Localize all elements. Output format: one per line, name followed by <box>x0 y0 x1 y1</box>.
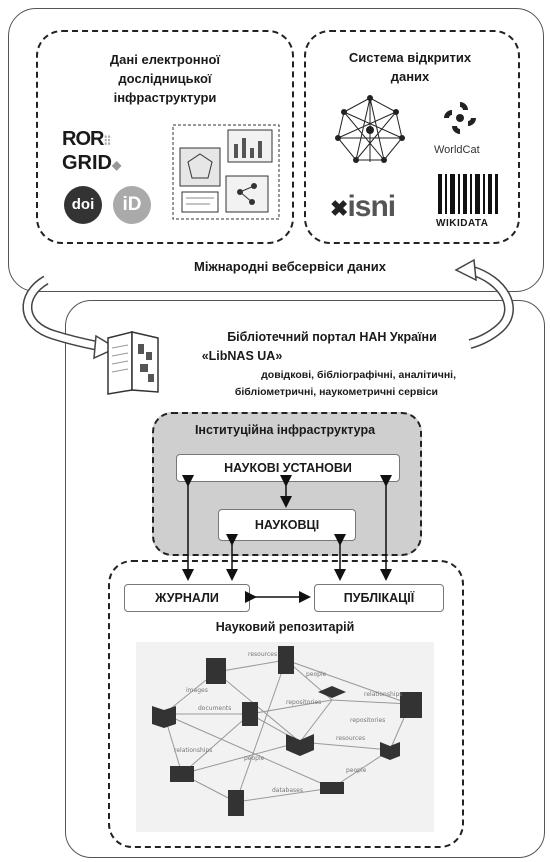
portal-title: Бібліотечний портал НАН України <box>227 330 437 344</box>
graph-label-repositories: repositories <box>286 699 321 706</box>
repository-graph-network: resources images people documents reposi… <box>152 646 422 816</box>
portal-name: «LibNAS UA» <box>201 349 283 363</box>
isni-logo: ✖isni <box>330 190 396 224</box>
ror-dots-icon: ⁝⁝ <box>103 132 111 148</box>
graph-label-people-2: people <box>244 755 265 762</box>
grid-cube-icon: ◆ <box>112 158 122 172</box>
wikidata-label: WIKIDATA <box>436 218 489 229</box>
open-data-title: Система відкритих даних <box>348 50 472 84</box>
isni-mark-icon: ✖ <box>330 196 348 221</box>
wikidata-barcode-icon <box>438 174 498 214</box>
graph-label-resources: resources <box>248 651 277 658</box>
institutional-infrastructure-title: Інституційна інфраструктура <box>194 423 376 437</box>
ror-logo: ROR⁝⁝ <box>62 128 111 151</box>
open-book-icon <box>107 331 159 395</box>
doi-logo-text: doi <box>71 196 95 213</box>
graph-label-relationships: relationships <box>364 691 402 698</box>
publications-box: ПУБЛІКАЦІЇ <box>314 584 444 612</box>
orcid-logo-text: iD <box>122 194 142 215</box>
doi-logo: doi <box>64 186 102 224</box>
graph-label-relationships-2: relationships <box>174 747 212 754</box>
scientific-repository-title: Науковий репозитарій <box>215 620 355 634</box>
international-services-caption: Міжнародні вебсервіси даних <box>194 259 386 274</box>
research-infrastructure-title: Дані електронної дослідницької інфрастру… <box>109 52 221 105</box>
orcid-logo: iD <box>113 186 151 224</box>
exchange-arrows <box>22 258 514 360</box>
repository-graph: resources images people documents reposi… <box>136 642 434 832</box>
worldcat-label: WorldCat <box>434 144 480 156</box>
graph-label-people-3: people <box>346 767 367 774</box>
linked-data-cloud-icon <box>335 95 405 163</box>
portal-services-line1: довідкові, бібліографічні, аналітичні, <box>261 369 456 381</box>
graph-label-images: images <box>186 687 208 694</box>
research-infrastructure-illustration <box>172 124 280 220</box>
scientists-box: НАУКОВЦІ <box>218 509 356 541</box>
grid-logo-text: GRID <box>62 152 112 174</box>
isni-logo-text: isni <box>347 190 396 223</box>
graph-label-resources-2: resources <box>336 735 365 742</box>
grid-logo: GRID◆ <box>62 152 121 175</box>
graph-label-people: people <box>306 671 327 678</box>
graph-label-documents: documents <box>198 705 231 712</box>
graph-label-repositories-2: repositories <box>350 717 385 724</box>
worldcat-icon <box>444 102 476 134</box>
ror-logo-text: ROR <box>62 128 104 150</box>
portal-services-line2: бібліометричні, наукометричні сервіси <box>234 386 438 398</box>
graph-label-databases: databases <box>272 787 303 794</box>
